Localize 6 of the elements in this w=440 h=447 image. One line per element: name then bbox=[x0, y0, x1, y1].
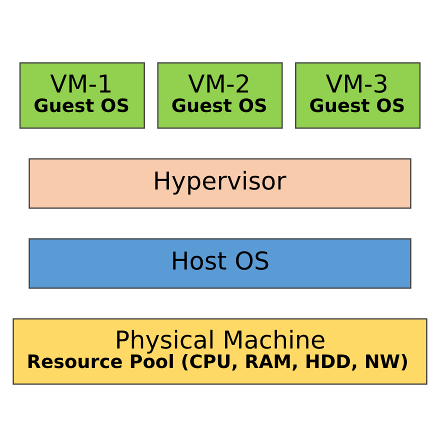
node-box: Host OS bbox=[28, 238, 412, 289]
node-box: VM-1 Guest OS bbox=[19, 62, 145, 129]
node-box: Physical Machine Resource Pool (CPU, RAM, HDD, NW) bbox=[12, 318, 428, 385]
node-box: Hypervisor bbox=[28, 158, 412, 209]
node-box: VM-2 Guest OS bbox=[157, 62, 283, 129]
node-box: VM-3 Guest OS bbox=[295, 62, 421, 129]
